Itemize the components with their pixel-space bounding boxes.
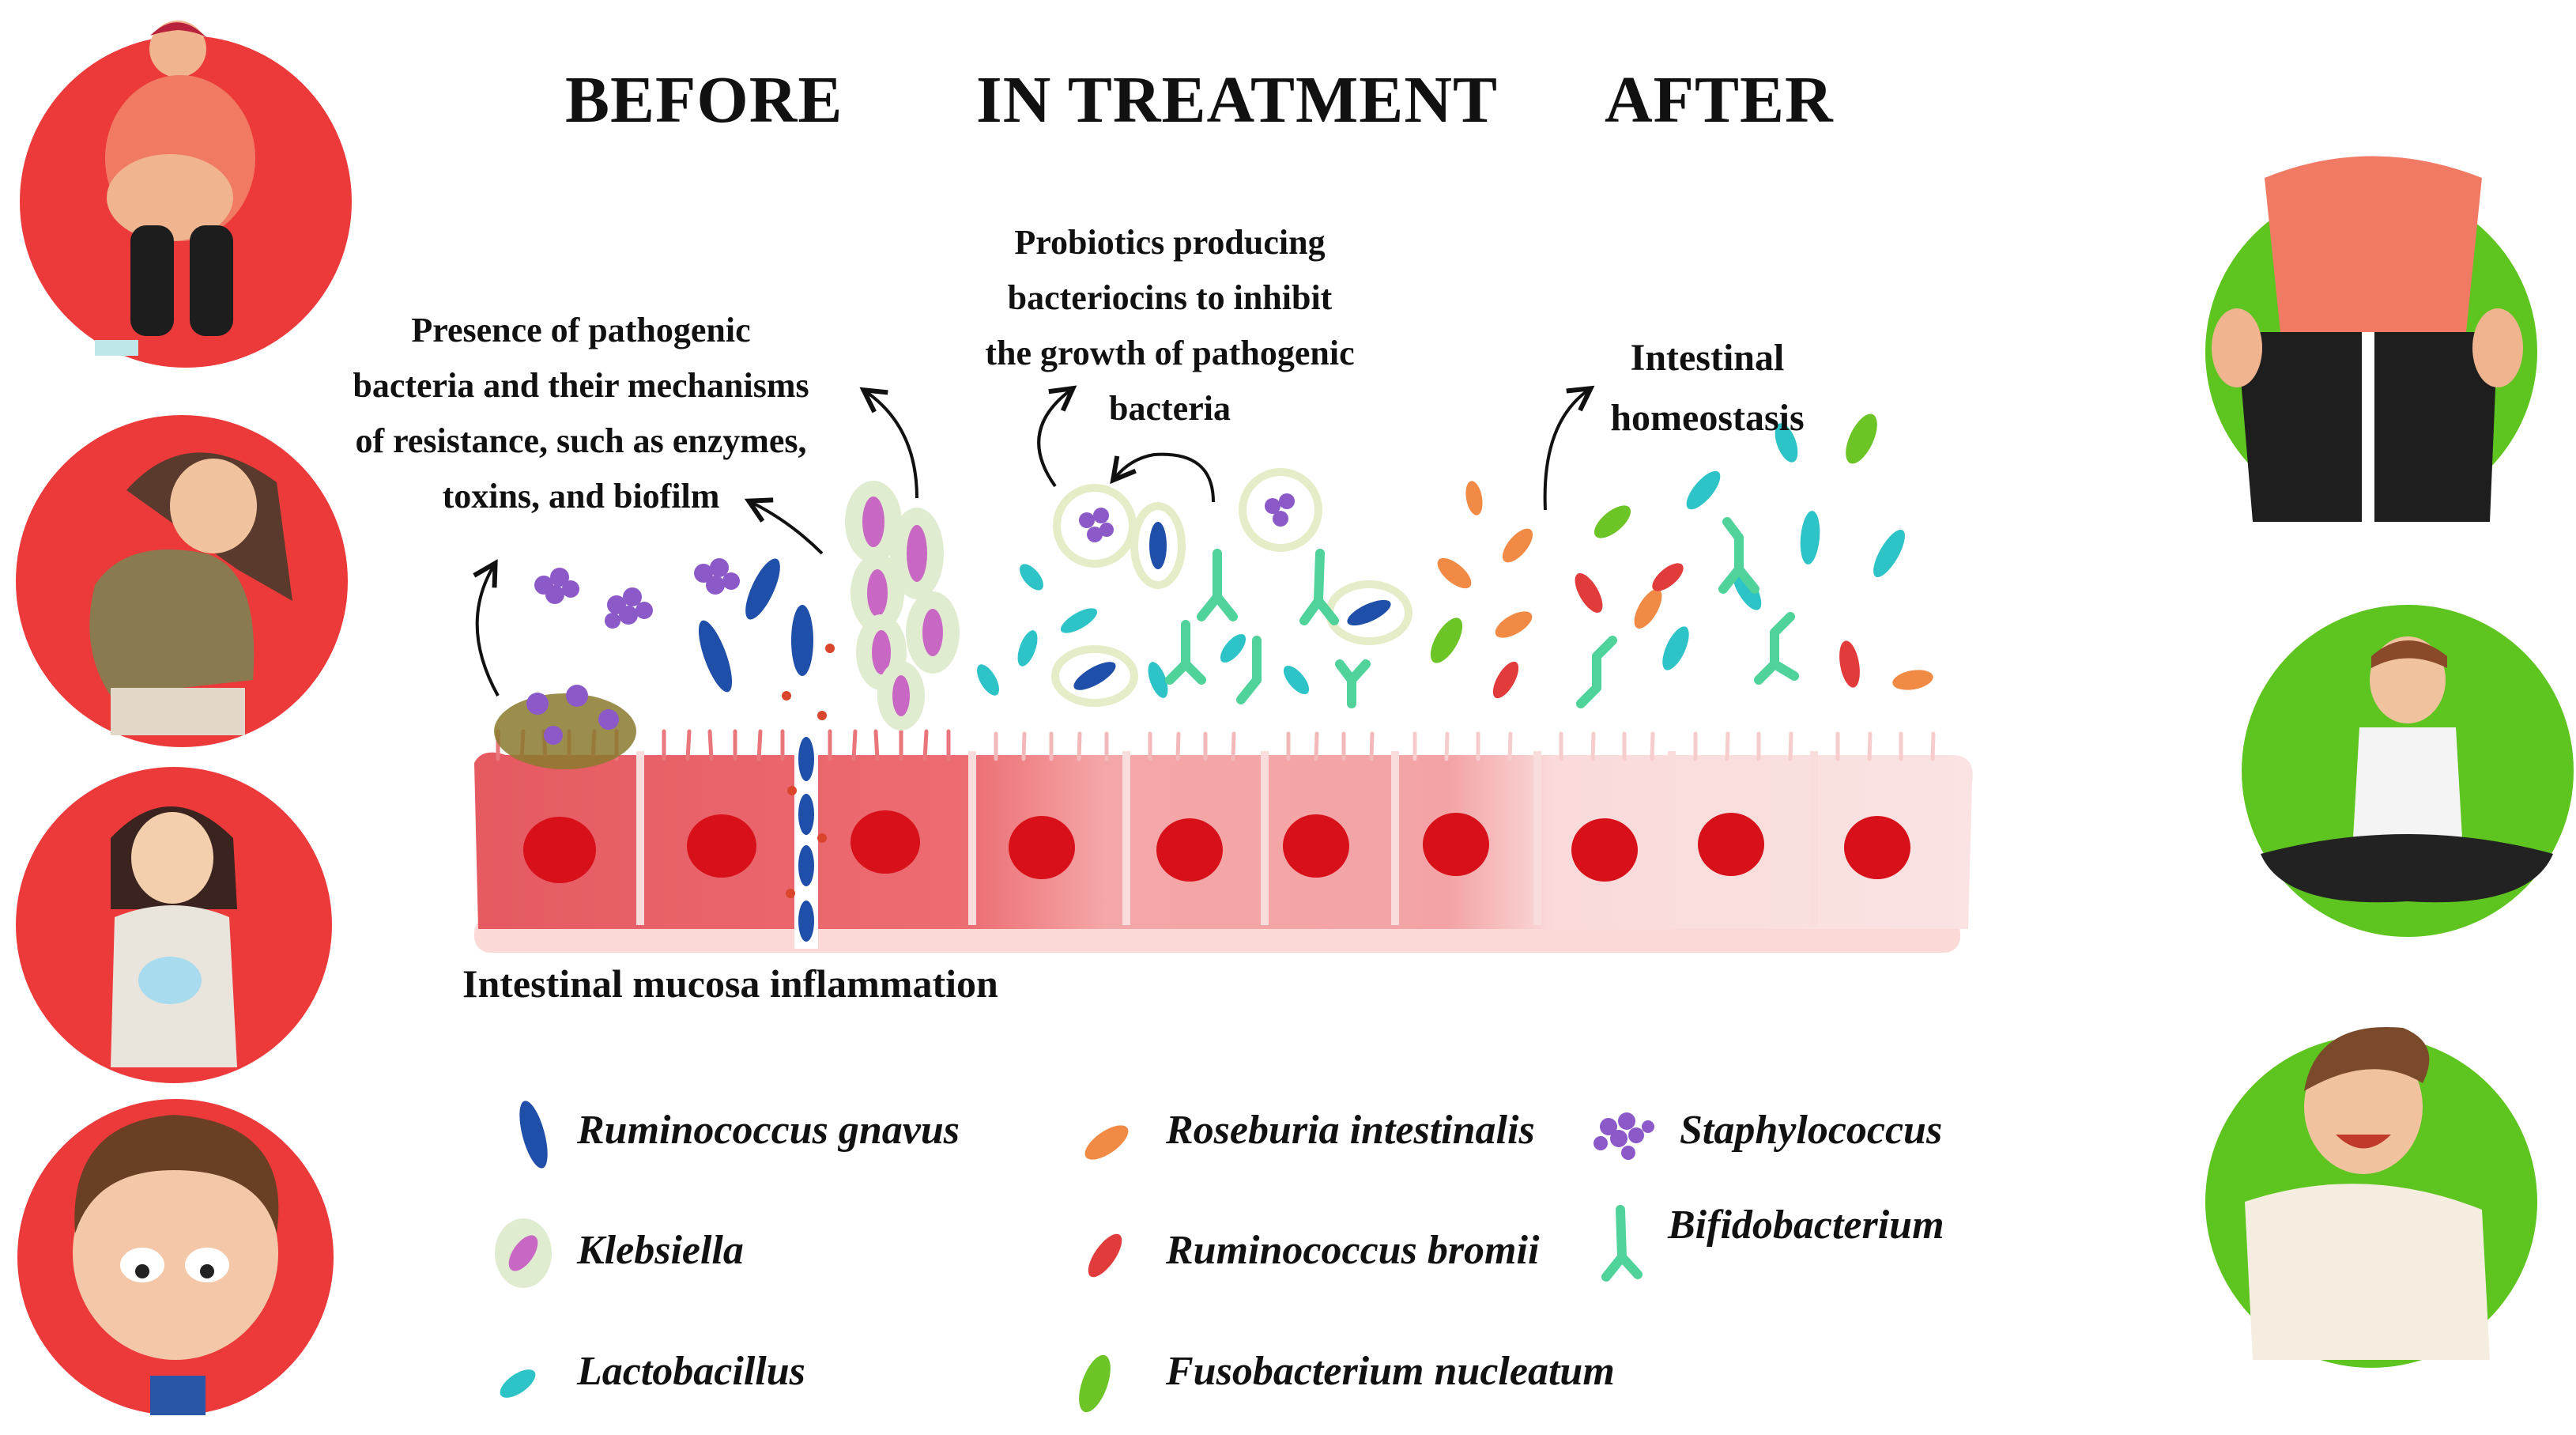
before-figures bbox=[16, 21, 352, 1415]
legend-ruminococcus-bromii: Ruminococcus bromii bbox=[1166, 1228, 1540, 1273]
header-before: BEFORE bbox=[565, 63, 843, 137]
arrows bbox=[477, 390, 1589, 697]
lactobacillus-icon bbox=[500, 1369, 536, 1398]
legend-klebsiella: Klebsiella bbox=[577, 1228, 744, 1273]
ruminococcus-bromii-icon bbox=[1088, 1233, 1122, 1278]
overweight-person-icon bbox=[20, 21, 352, 368]
ruminococcus-gnavus-icon bbox=[519, 1101, 548, 1169]
legend-bifidobacterium: Bifidobacterium bbox=[1668, 1203, 1944, 1248]
before-bacteria bbox=[534, 481, 960, 731]
fusobacterium-icon bbox=[1079, 1354, 1111, 1413]
tired-boy-icon bbox=[17, 1099, 334, 1415]
staphylococcus-icon bbox=[1593, 1112, 1654, 1160]
legend-icons bbox=[495, 1101, 1654, 1413]
after-bacteria bbox=[1430, 414, 1933, 708]
pathogenic-note: Presence of pathogenic bacteria and thei… bbox=[353, 311, 809, 515]
weight-loss-person-icon bbox=[2205, 156, 2537, 522]
legend-fusobacterium-nucleatum: Fusobacterium nucleatum bbox=[1166, 1349, 1615, 1394]
probiotics-note: Probiotics producing bacteriocins to inh… bbox=[985, 223, 1355, 428]
legend-roseburia-intestinalis: Roseburia intestinalis bbox=[1166, 1108, 1535, 1153]
klebsiella-icon bbox=[495, 1218, 552, 1288]
nauseous-person-icon bbox=[16, 767, 332, 1083]
bifidobacterium-icon bbox=[1601, 1205, 1643, 1282]
legend-lactobacillus: Lactobacillus bbox=[577, 1349, 805, 1394]
intestinal-epithelium bbox=[474, 644, 1973, 953]
legend-ruminococcus-gnavus: Ruminococcus gnavus bbox=[577, 1108, 960, 1153]
legend-staphylococcus: Staphylococcus bbox=[1680, 1108, 1943, 1153]
mucosa-inflammation-label: Intestinal mucosa inflammation bbox=[462, 961, 998, 1006]
header-in-treatment: IN TREATMENT bbox=[976, 63, 1499, 137]
stomach-ache-person-icon bbox=[16, 415, 348, 747]
homeostasis-note: Intestinal homeostasis bbox=[1610, 337, 1805, 439]
roseburia-icon bbox=[1084, 1125, 1129, 1160]
after-figures bbox=[2205, 156, 2574, 1368]
meditating-person-icon bbox=[2242, 605, 2574, 937]
header-after: AFTER bbox=[1605, 63, 1834, 137]
laughing-person-icon bbox=[2205, 1027, 2537, 1368]
treatment-bacteria bbox=[977, 468, 1412, 708]
